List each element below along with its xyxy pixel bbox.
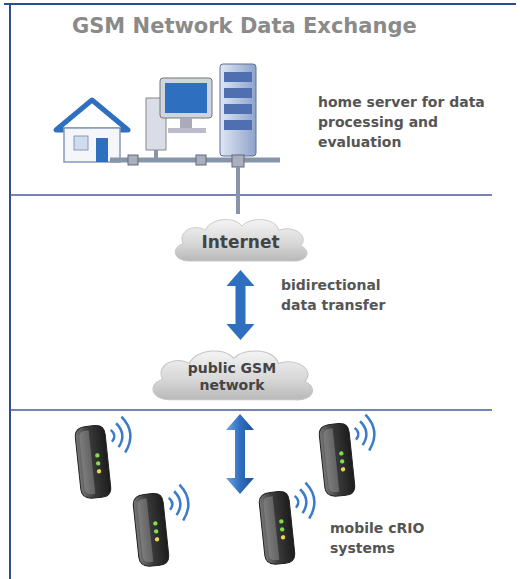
network-cloud: public GSM network xyxy=(143,342,321,408)
cloud-text: Internet xyxy=(201,232,279,252)
network-cloud: Internet xyxy=(167,212,314,268)
diagram-title: GSM Network Data Exchange xyxy=(72,14,417,38)
server-label: home server for data processing and eval… xyxy=(318,92,488,152)
edge-label: bidirectional data transfer xyxy=(281,275,421,315)
device-label: mobile cRIO systems xyxy=(330,518,450,558)
cloud-text: public GSM network xyxy=(177,360,287,394)
double-arrow xyxy=(227,270,255,340)
